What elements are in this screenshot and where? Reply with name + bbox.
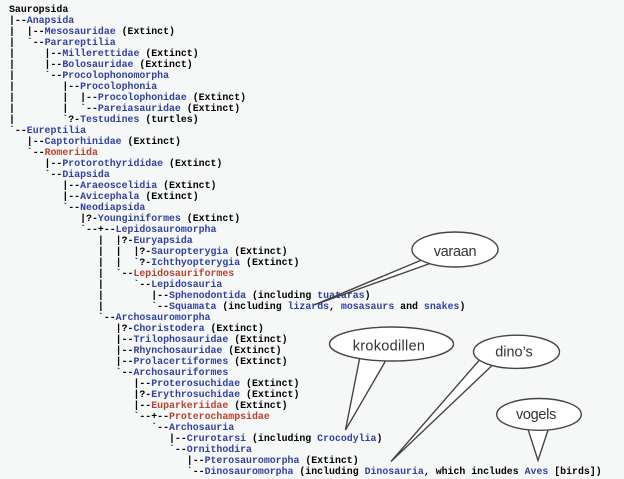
svg-text:vogels: vogels — [516, 407, 556, 423]
svg-text:dino’s: dino’s — [495, 345, 533, 361]
svg-text:varaan: varaan — [434, 244, 477, 260]
svg-text:krokodillen: krokodillen — [353, 339, 426, 355]
